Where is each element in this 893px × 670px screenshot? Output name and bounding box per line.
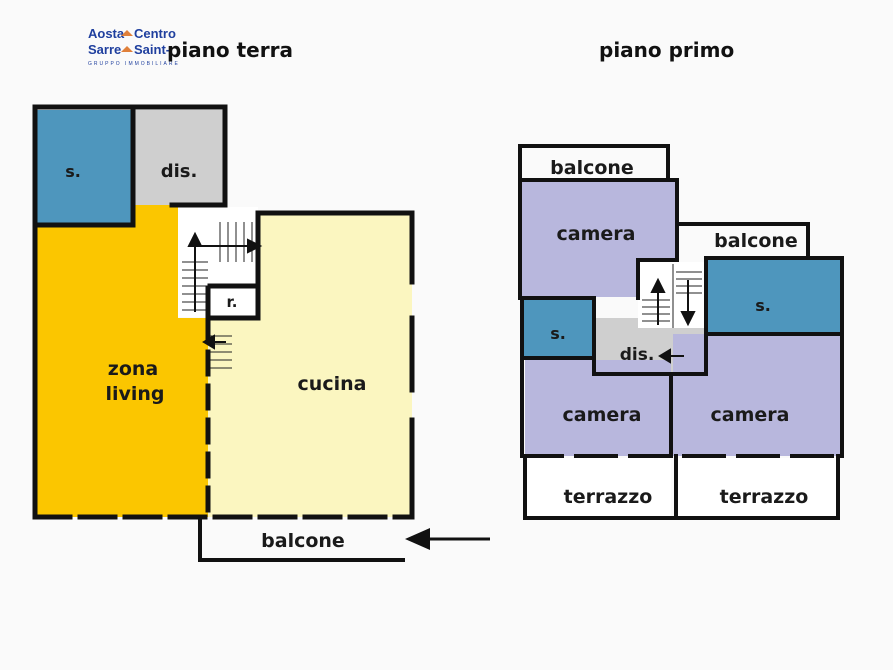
arrow-up-icon — [650, 277, 666, 293]
entrance-arrow-icon — [405, 528, 490, 550]
terrace-left-fill — [525, 458, 671, 518]
ground-floor-plan: s. dis. r. zona living cucina balcone — [32, 104, 490, 562]
arrow-right-icon — [247, 238, 263, 254]
living-label-line1: zona — [108, 358, 158, 380]
first-floor-plan: balcone camera balcone s. dis. s. camera… — [518, 144, 844, 520]
first-floor-title: piano primo — [599, 38, 734, 62]
company-logo: Aosta Centro Sarre Saint- GRUPPO IMMOBIL… — [88, 26, 180, 67]
balcony-label: balcone — [261, 530, 345, 552]
hall-first-label: dis. — [620, 345, 655, 365]
ground-walls — [32, 104, 415, 562]
bedroom-left-label: camera — [563, 404, 642, 426]
logo-roof-icon — [121, 30, 133, 36]
balcony-top-label: balcone — [550, 157, 634, 179]
logo-roof-icon — [121, 46, 133, 52]
living-room-fill — [35, 205, 208, 517]
logo-text-centro: Centro — [134, 26, 176, 41]
bath-right-fill — [708, 260, 840, 332]
terrace-left-label: terrazzo — [564, 486, 653, 508]
logo-text-sarre: Sarre — [88, 42, 121, 57]
hall-label: dis. — [161, 161, 198, 182]
living-label-line2: living — [105, 383, 164, 405]
arrow-down-icon — [680, 311, 696, 327]
storage-label: r. — [227, 293, 238, 311]
first-stairs — [642, 264, 702, 328]
terrace-right-label: terrazzo — [720, 486, 809, 508]
logo-text-saint: Saint- — [134, 42, 170, 57]
ground-floor-title: piano terra — [167, 38, 293, 62]
terrace-right-fill — [676, 458, 838, 518]
arrow-left-icon — [658, 348, 671, 364]
bath-room-fill — [35, 110, 133, 225]
balcony-right-label: balcone — [714, 230, 798, 252]
bedroom-right-label: camera — [711, 404, 790, 426]
bedroom-top-label: camera — [557, 223, 636, 245]
bath-left-label: s. — [550, 324, 566, 343]
bath-left-fill — [522, 298, 594, 358]
kitchen-label: cucina — [298, 373, 367, 395]
bath-right-label: s. — [755, 296, 771, 315]
logo-tagline: GRUPPO IMMOBILIARE — [88, 61, 180, 67]
ground-stair-arrows — [187, 231, 263, 350]
hall-room-fill — [135, 110, 223, 205]
first-walls — [518, 144, 844, 520]
bedroom-right-fill — [673, 334, 840, 456]
stair-first-fill — [638, 262, 706, 328]
logo-text-aosta: Aosta — [88, 26, 125, 41]
bath-label: s. — [65, 162, 81, 181]
first-stair-arrows — [650, 277, 696, 364]
